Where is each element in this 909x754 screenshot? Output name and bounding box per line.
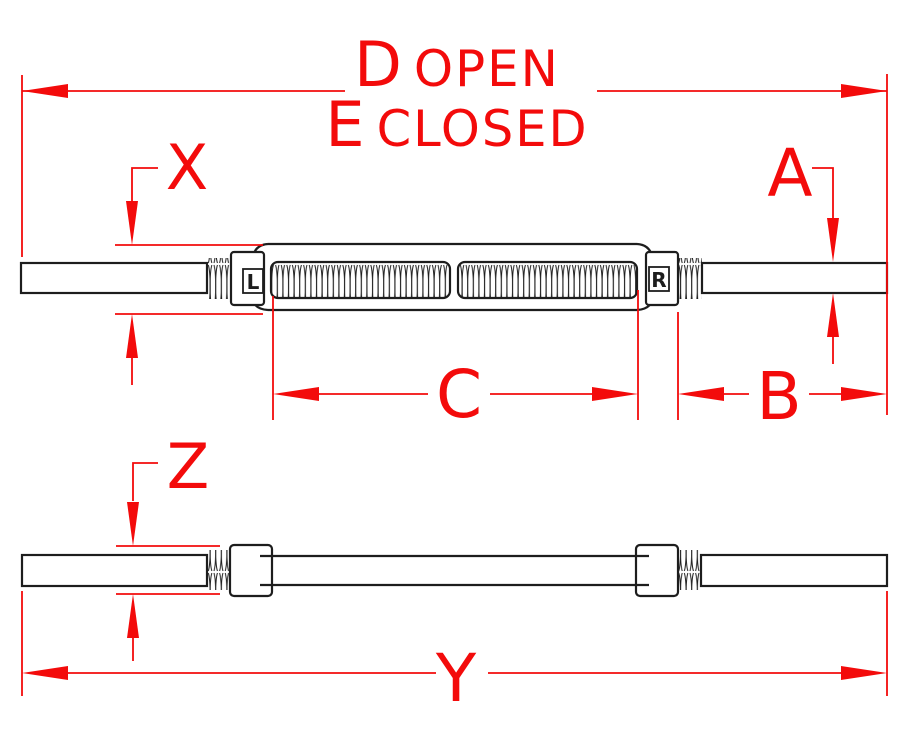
right-thread-marker-box — [648, 266, 670, 292]
dim-x — [115, 167, 263, 385]
dim-b — [677, 312, 841, 420]
dimension-linework — [21, 74, 888, 696]
label-open: OPEN — [414, 40, 560, 98]
label-a: A — [767, 135, 812, 212]
left-external-threads — [207, 258, 231, 299]
x-arrow-up — [126, 314, 138, 358]
closed-left-threads — [207, 550, 231, 590]
x-arrow-down — [126, 201, 138, 245]
label-d: D — [354, 28, 402, 101]
y-arrow-left — [22, 666, 68, 680]
label-x: X — [166, 131, 208, 204]
label-z: Z — [167, 430, 209, 503]
dim-y — [21, 591, 888, 696]
label-closed: CLOSED — [377, 100, 589, 158]
right-stub-rod — [700, 261, 889, 295]
a-arrow-up — [827, 293, 839, 337]
right-external-threads — [678, 258, 702, 299]
top-view-open-body — [19, 242, 889, 312]
dim-a — [812, 167, 834, 364]
label-c: C — [436, 356, 482, 433]
left-threaded-stud — [269, 260, 452, 300]
label-b: B — [756, 358, 801, 435]
dim-overall-open-closed — [21, 74, 888, 415]
dim-c — [272, 290, 639, 420]
z-arrow-down — [127, 502, 139, 546]
x-leader — [131, 167, 158, 203]
b-arrow-right — [841, 387, 887, 401]
closed-right-rod — [699, 553, 889, 588]
z-arrow-up — [127, 594, 139, 638]
right-thread-marker: R — [651, 268, 666, 292]
label-e: E — [325, 88, 364, 161]
left-thread-marker-box — [242, 268, 264, 294]
closed-left-nut — [228, 543, 274, 598]
left-stub-rod — [19, 261, 209, 295]
closed-right-threads — [678, 550, 701, 590]
c-arrow-left — [273, 387, 319, 401]
de-arrow-right — [841, 84, 887, 98]
bottom-view-closed-body — [20, 543, 889, 598]
right-threaded-stud — [456, 260, 639, 300]
closed-left-rod — [20, 553, 209, 588]
y-arrow-right — [841, 666, 887, 680]
thread-marker-letters: L R — [247, 268, 667, 294]
a-leader — [812, 167, 834, 218]
de-arrow-left — [22, 84, 68, 98]
label-y: Y — [435, 640, 477, 717]
b-arrow-left — [678, 387, 724, 401]
left-thread-marker: L — [247, 270, 260, 294]
dimension-arrowheads — [22, 84, 887, 680]
dim-z — [116, 462, 220, 661]
c-arrow-right — [592, 387, 638, 401]
closed-right-nut — [634, 543, 680, 598]
z-leader — [132, 462, 158, 501]
a-arrow-down — [827, 218, 839, 262]
